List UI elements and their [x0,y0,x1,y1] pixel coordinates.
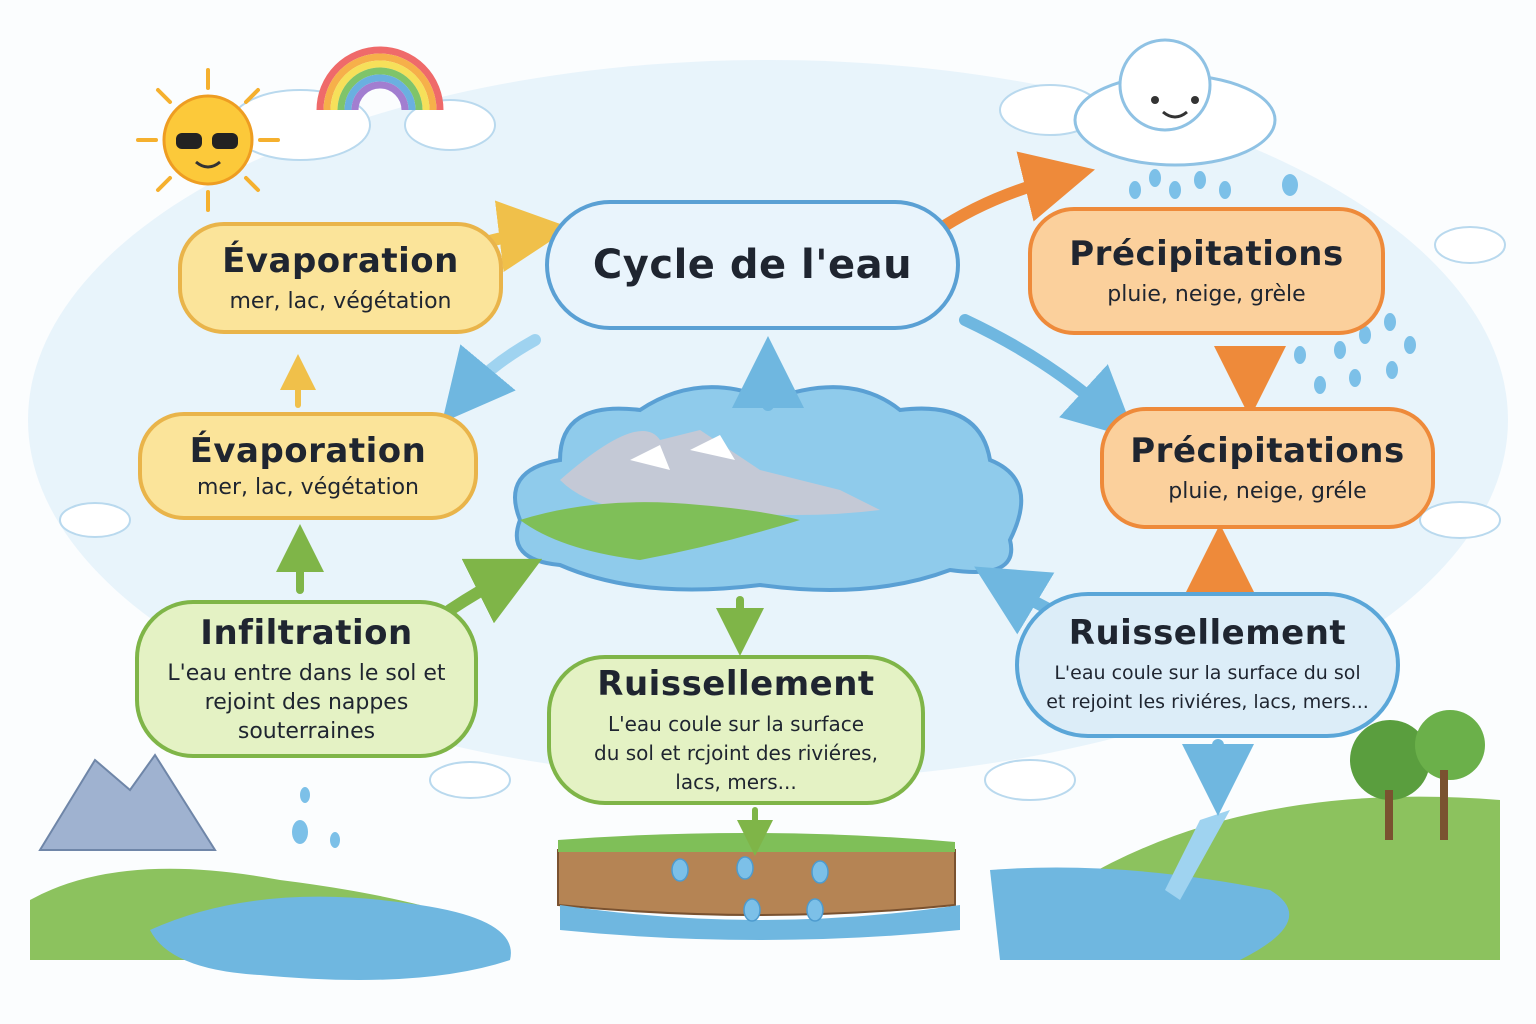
node-text: L'eau entre dans le sol et rejoint des n… [167,659,445,746]
node-infiltration: Infiltration L'eau entre dans le sol et … [135,600,478,758]
node-title: Évaporation [189,430,427,471]
arrow-cycle-to-precipitations-mid [959,314,1137,440]
arrow-cycle-to-evaporation [441,334,541,423]
node-text: mer, lac, végétation [197,474,419,500]
node-evaporation-top: Évaporation mer, lac, végétation [178,222,503,334]
node-text: pluie, neige, gréle [1168,478,1367,504]
node-title: Précipitations [1069,233,1344,274]
soil-cross-section [557,832,960,940]
right-landscape [990,710,1500,960]
page-title: Cycle de l'eau [592,242,913,288]
title-cloud: Cycle de l'eau [545,200,960,330]
node-title: Ruissellement [597,663,875,704]
node-text-line: du sol et rcjoint des riviéres, [594,740,878,765]
arrow-cycle-to-precipitations [929,151,1095,238]
node-text-line: L'eau entre dans le sol et [167,660,446,686]
node-title: Évaporation [222,240,459,281]
node-text: L'eau coule sur la surface du sol et rej… [1046,659,1369,717]
arrow-infiltration-to-landscape [444,558,543,624]
node-precipitations-mid: Précipitations pluie, neige, gréle [1100,407,1435,529]
node-evaporation-mid: Évaporation mer, lac, végétation [138,412,478,520]
node-text: mer, lac, végétation [229,288,452,314]
node-title: Ruissellement [1068,613,1347,653]
flow-arrows [276,151,1286,856]
node-title: Précipitations [1130,430,1405,471]
sun-icon [136,68,280,212]
node-precipitations-top: Précipitations pluie, neige, grèle [1028,207,1385,335]
landscape-illustration [513,385,1024,592]
node-text-line: souterraines [237,718,376,744]
rain-cloud-icon [1073,38,1416,394]
node-text-line: lacs, mers... [675,769,797,794]
node-text-line: et rejoint les riviéres, lacs, mers... [1046,691,1369,713]
node-title: Infiltration [200,612,413,653]
node-text-line: L'eau coule sur la surface [607,711,865,736]
node-text: pluie, neige, grèle [1107,281,1306,307]
node-ruissellement-center: Ruissellement L'eau coule sur la surface… [547,655,925,805]
node-text-line: L'eau coule sur la surface du sol [1054,662,1361,684]
left-landscape [30,753,511,980]
node-ruissellement-right: Ruissellement L'eau coule sur la surface… [1015,592,1400,738]
rainbow-icon [316,46,444,111]
node-text: L'eau coule sur la surface du sol et rcj… [594,710,878,797]
node-text-line: rejoint des nappes [204,689,409,715]
background-clouds [59,84,1506,801]
